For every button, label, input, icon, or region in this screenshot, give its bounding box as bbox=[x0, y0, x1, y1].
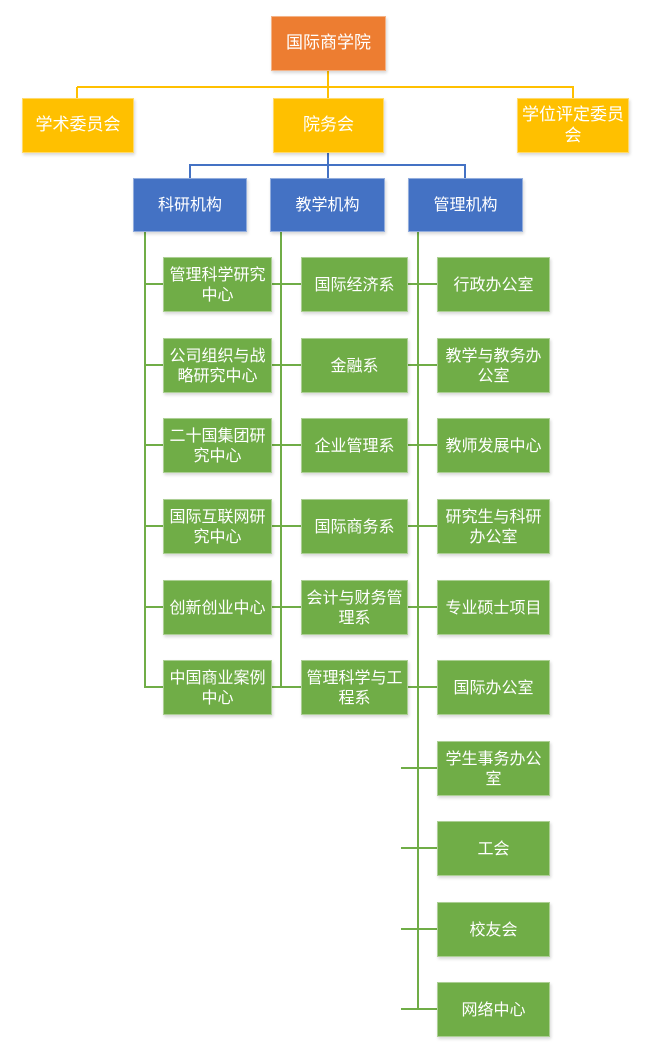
stub-teaching-1 bbox=[272, 283, 301, 285]
connector-drop-research bbox=[189, 165, 191, 178]
org-node-research-division: 科研机构 bbox=[133, 178, 247, 232]
org-node-root: 国际商学院 bbox=[271, 16, 386, 71]
stub-admin-8 bbox=[401, 847, 437, 849]
stub-admin-1 bbox=[401, 283, 437, 285]
stub-teaching-3 bbox=[272, 444, 301, 446]
org-node-teaching-unit-3: 企业管理系 bbox=[301, 418, 408, 473]
stub-teaching-4 bbox=[272, 525, 301, 527]
stub-research-4 bbox=[144, 525, 163, 527]
stub-admin-5 bbox=[401, 606, 437, 608]
connector-root-riser bbox=[327, 71, 329, 87]
org-node-admin-unit-10: 网络中心 bbox=[437, 982, 550, 1037]
org-node-research-unit-4: 国际互联网研 究中心 bbox=[163, 499, 272, 554]
stub-admin-9 bbox=[401, 928, 437, 930]
stub-admin-2 bbox=[401, 364, 437, 366]
connector-drop-council bbox=[327, 87, 329, 98]
org-node-teaching-unit-6: 管理科学与工 程系 bbox=[301, 660, 408, 715]
connector-drop-academic bbox=[76, 87, 78, 98]
org-node-teaching-unit-4: 国际商务系 bbox=[301, 499, 408, 554]
connector-level2-bus bbox=[77, 86, 574, 88]
org-node-admin-division: 管理机构 bbox=[408, 178, 523, 232]
org-node-admin-unit-9: 校友会 bbox=[437, 902, 550, 957]
org-node-admin-unit-7: 学生事务办公 室 bbox=[437, 741, 550, 796]
org-node-admin-unit-2: 教学与教务办 公室 bbox=[437, 338, 550, 393]
stub-teaching-5 bbox=[272, 606, 301, 608]
org-node-teaching-unit-5: 会计与财务管 理系 bbox=[301, 580, 408, 635]
org-node-admin-unit-4: 研究生与科研 办公室 bbox=[437, 499, 550, 554]
stub-research-2 bbox=[144, 364, 163, 366]
org-node-admin-unit-1: 行政办公室 bbox=[437, 257, 550, 312]
stub-admin-3 bbox=[401, 444, 437, 446]
connector-council-riser bbox=[327, 153, 329, 165]
stub-research-1 bbox=[144, 283, 163, 285]
connector-drop-admin bbox=[464, 165, 466, 178]
org-node-degree-committee: 学位评定委员 会 bbox=[517, 98, 629, 153]
stub-research-6 bbox=[144, 686, 163, 688]
stub-teaching-6 bbox=[272, 686, 301, 688]
stub-admin-4 bbox=[401, 525, 437, 527]
rail-teaching bbox=[280, 232, 282, 688]
stub-research-5 bbox=[144, 606, 163, 608]
org-node-teaching-unit-2: 金融系 bbox=[301, 338, 408, 393]
org-node-school-council: 院务会 bbox=[273, 98, 384, 153]
stub-admin-6 bbox=[401, 686, 437, 688]
org-node-research-unit-6: 中国商业案例 中心 bbox=[163, 660, 272, 715]
connector-drop-teaching bbox=[327, 165, 329, 178]
org-node-research-unit-5: 创新创业中心 bbox=[163, 580, 272, 635]
org-node-research-unit-2: 公司组织与战 略研究中心 bbox=[163, 338, 272, 393]
org-node-admin-unit-3: 教师发展中心 bbox=[437, 418, 550, 473]
stub-research-3 bbox=[144, 444, 163, 446]
connector-drop-degree bbox=[572, 87, 574, 99]
org-node-admin-unit-5: 专业硕士项目 bbox=[437, 580, 550, 635]
rail-research bbox=[144, 232, 146, 688]
org-node-research-unit-3: 二十国集团研 究中心 bbox=[163, 418, 272, 473]
org-node-teaching-division: 教学机构 bbox=[270, 178, 385, 232]
org-node-admin-unit-8: 工会 bbox=[437, 821, 550, 876]
stub-admin-10 bbox=[401, 1008, 437, 1010]
org-node-academic-committee: 学术委员会 bbox=[22, 98, 134, 153]
stub-teaching-2 bbox=[272, 364, 301, 366]
rail-admin bbox=[417, 232, 419, 1010]
org-node-research-unit-1: 管理科学研究 中心 bbox=[163, 257, 272, 312]
stub-admin-7 bbox=[401, 767, 437, 769]
org-node-admin-unit-6: 国际办公室 bbox=[437, 660, 550, 715]
org-node-teaching-unit-1: 国际经济系 bbox=[301, 257, 408, 312]
